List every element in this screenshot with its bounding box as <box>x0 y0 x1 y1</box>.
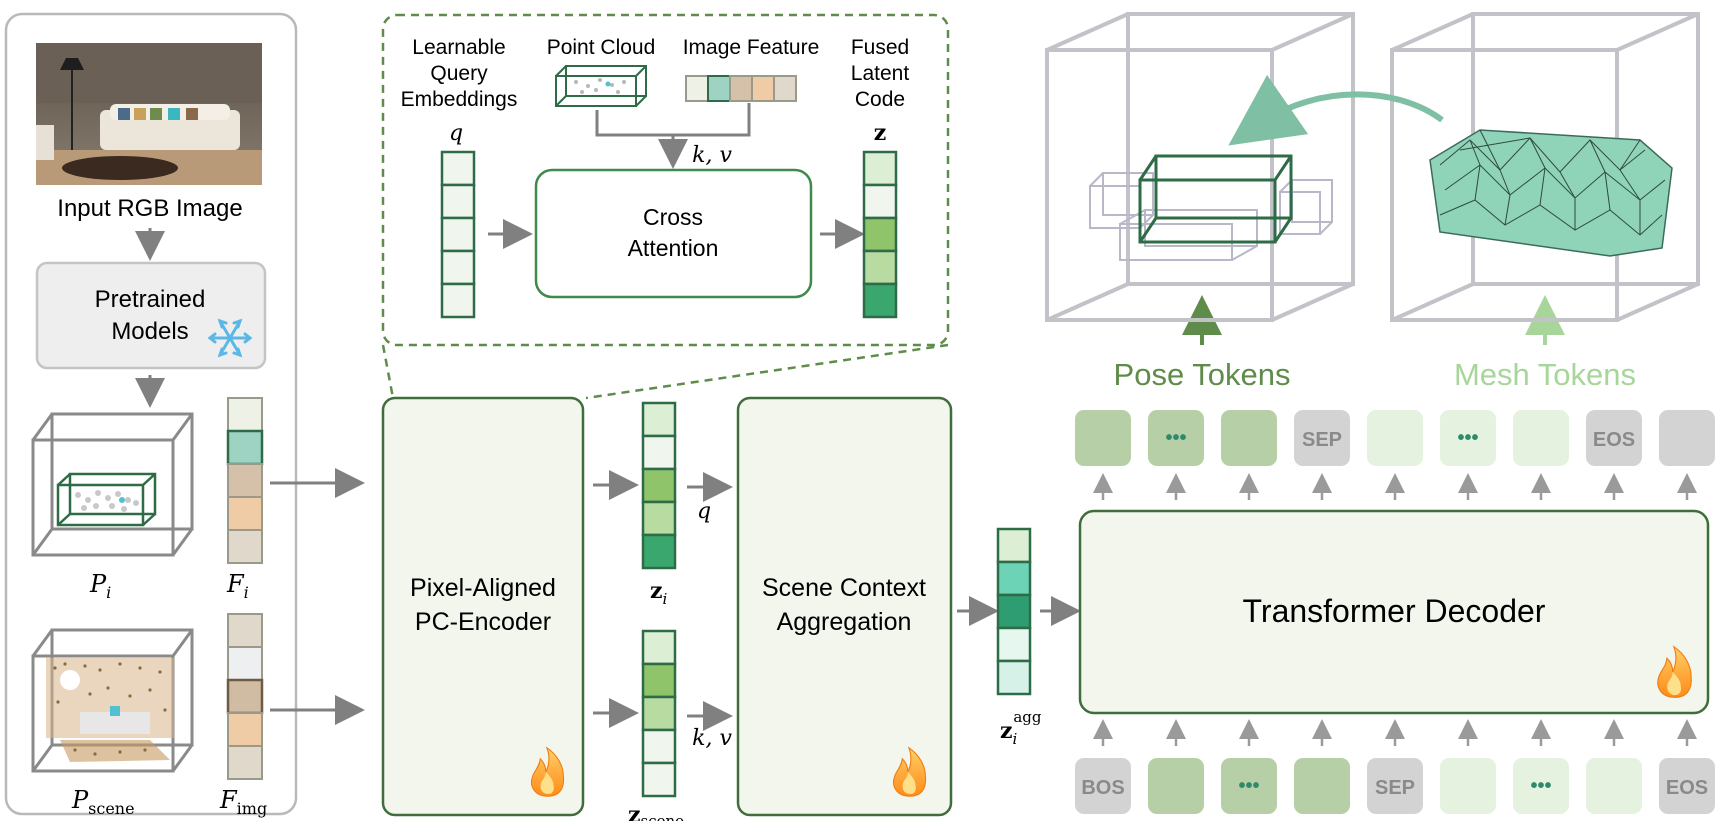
in-token-2 <box>1221 758 1277 814</box>
output-token-row: ••• SEP ••• EOS <box>1075 410 1715 466</box>
image-feature-label: Image Feature <box>683 36 820 59</box>
image-feature-column <box>226 613 264 780</box>
zagg-label: ziagg <box>1000 708 1042 748</box>
out-token-2 <box>1221 410 1277 466</box>
out-token-label-3: SEP <box>1302 429 1342 451</box>
in-token-5 <box>1440 758 1496 814</box>
out-token-8 <box>1659 410 1715 466</box>
cross-attention-line2: Attention <box>628 235 719 261</box>
cross-attention-box <box>534 168 813 299</box>
in-token-label-0: BOS <box>1081 777 1124 799</box>
q-input-label: q <box>697 499 711 524</box>
in-token-3 <box>1294 758 1350 814</box>
pose-tokens-label: Pose Tokens <box>1114 357 1291 392</box>
input-token-arrows <box>1093 719 1697 746</box>
learnable-line2: Query <box>430 62 488 85</box>
scene-context-aggregation: Scene Context Aggregation <box>736 396 953 817</box>
fused-line2: Latent <box>851 62 910 85</box>
fused-line3: Code <box>855 88 905 111</box>
output-token-arrows <box>1093 473 1697 500</box>
zi-column <box>641 401 677 570</box>
out-token-4 <box>1367 410 1423 466</box>
pretrained-line2: Models <box>111 318 188 345</box>
input-token-row: BOS ••• SEP ••• EOS <box>1075 758 1715 814</box>
in-token-4 <box>1367 758 1423 814</box>
zscene-label: zscene <box>628 802 684 821</box>
zagg-column <box>996 527 1032 696</box>
out-token-label-1: ••• <box>1165 427 1186 449</box>
out-token-label-7: EOS <box>1593 429 1635 451</box>
point-cloud-label: Point Cloud <box>547 36 656 59</box>
fused-latent-column <box>862 150 898 319</box>
object-bbox <box>56 472 157 527</box>
mesh-tokens-label: Mesh Tokens <box>1454 357 1636 392</box>
mesh-output-cube <box>1390 12 1700 322</box>
out-token-0 <box>1075 410 1131 466</box>
kv-input-label: k, v <box>692 726 732 751</box>
pretrained-models-box: Pretrained Models <box>35 261 267 370</box>
image-feature-row <box>685 75 797 102</box>
pretrained-line1: Pretrained <box>95 286 206 313</box>
cross-attention-line1: Cross <box>643 204 703 230</box>
snowflake-icon <box>207 318 253 358</box>
in-token-6 <box>1513 758 1569 814</box>
pose-boxes <box>1089 154 1333 261</box>
zi-label: zi <box>650 578 668 608</box>
z-symbol: z <box>874 120 887 146</box>
out-token-7 <box>1586 410 1642 466</box>
zscene-column <box>641 629 677 798</box>
input-panel: Input RGB Image Pretrained Models <box>4 12 298 818</box>
input-image-label: Input RGB Image <box>57 195 242 222</box>
query-embedding-column <box>440 150 476 319</box>
in-token-0 <box>1075 758 1131 814</box>
in-token-label-8: EOS <box>1666 777 1708 799</box>
encoder-line1: Pixel-Aligned <box>410 574 556 602</box>
cross-attention-inset: Learnable Query Embeddings q Point Cloud… <box>381 13 950 400</box>
in-token-label-2: ••• <box>1238 775 1259 797</box>
pose-output-cube <box>1045 12 1355 322</box>
learnable-line1: Learnable <box>412 36 505 59</box>
room-photo <box>36 43 262 185</box>
aggregation-line2: Aggregation <box>777 608 912 636</box>
kv-symbol: k, v <box>692 143 732 168</box>
pc-encoder: Pixel-Aligned PC-Encoder <box>381 396 585 817</box>
point-cloud-thumbnail <box>555 65 647 107</box>
fused-line1: Fused <box>851 36 909 59</box>
object-point-cloud-cube <box>31 412 194 557</box>
q-symbol: q <box>449 121 463 146</box>
decoder-title: Transformer Decoder <box>1243 593 1546 629</box>
scene-points <box>46 658 174 762</box>
transformer-decoder: Transformer Decoder <box>1078 509 1710 715</box>
out-token-label-5: ••• <box>1457 427 1478 449</box>
sofa-mesh <box>1429 129 1673 257</box>
in-token-8 <box>1659 758 1715 814</box>
out-token-1 <box>1148 410 1204 466</box>
pi-label: Pi <box>89 570 111 602</box>
encoder-line2: PC-Encoder <box>415 608 551 636</box>
aggregation-line1: Scene Context <box>762 574 926 602</box>
out-token-3 <box>1294 410 1350 466</box>
fi-label: Fi <box>226 570 249 602</box>
in-token-7 <box>1586 758 1642 814</box>
in-token-label-4: SEP <box>1375 777 1415 799</box>
pscene-label: Pscene <box>71 786 135 818</box>
fimg-label: Fimg <box>219 786 267 818</box>
pose-mesh-curve-arrow <box>1228 74 1444 146</box>
object-points <box>75 490 139 512</box>
out-token-5 <box>1440 410 1496 466</box>
learnable-line3: Embeddings <box>401 88 518 111</box>
in-token-label-6: ••• <box>1530 775 1551 797</box>
out-token-6 <box>1513 410 1569 466</box>
object-feature-column <box>226 397 264 564</box>
in-token-1 <box>1148 758 1204 814</box>
